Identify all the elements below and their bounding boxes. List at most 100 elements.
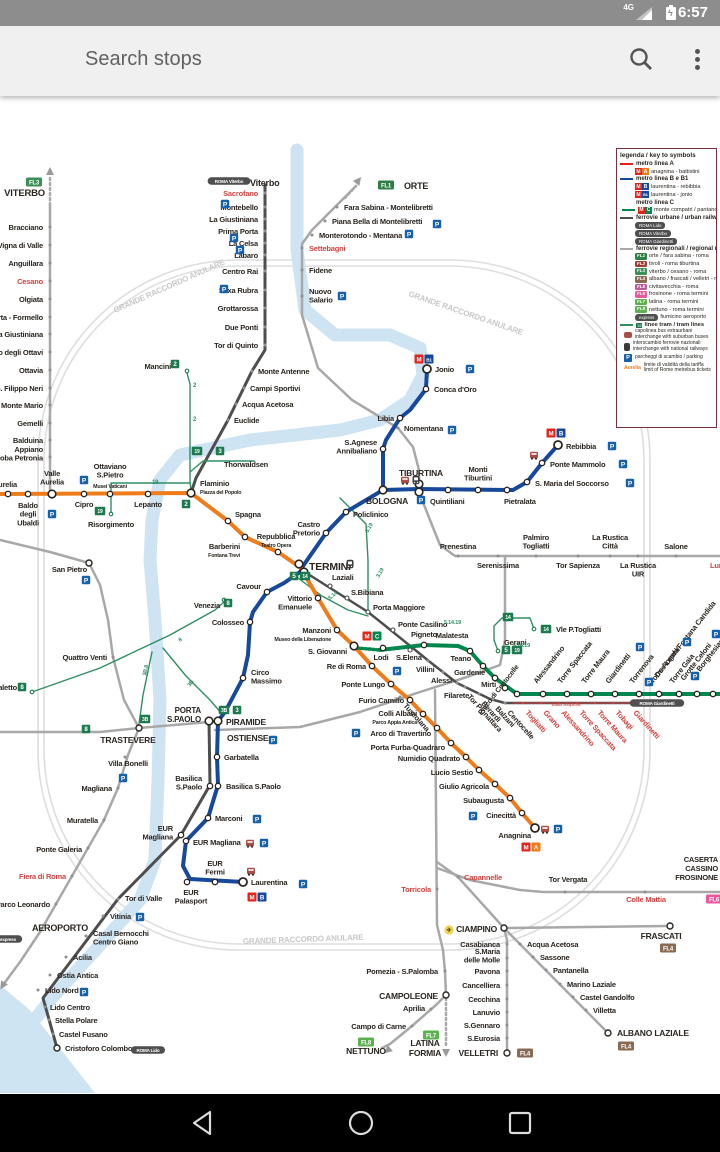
- station-ottavia-dot[interactable]: [48, 368, 52, 372]
- station-pigneto-dot[interactable]: [420, 641, 428, 649]
- station-tor-di-quinto-dot[interactable]: [263, 343, 267, 347]
- station-lanuvio-dot[interactable]: [505, 1010, 509, 1014]
- station-ponte-mammolo[interactable]: Ponte Mammolo: [550, 460, 606, 469]
- station-cipro[interactable]: Cipro: [75, 500, 94, 509]
- station-cesano-dot[interactable]: [48, 279, 52, 283]
- station-teano-dot[interactable]: [479, 662, 487, 670]
- station-ponte-galeria[interactable]: Ponte Galeria: [36, 845, 83, 854]
- station-frascati-dot[interactable]: [666, 922, 674, 930]
- station-olgiata[interactable]: Olgiata: [19, 295, 44, 304]
- station-gardenie-dot[interactable]: [491, 674, 499, 682]
- station-pomezia-s-palomba-dot[interactable]: [443, 969, 447, 973]
- station-torre-spaccata-dot[interactable]: [575, 701, 579, 705]
- station-s-gennaro-dot[interactable]: [505, 1023, 509, 1027]
- station-ciampino[interactable]: CIAMPINO: [456, 924, 498, 934]
- station-marino-laziale-dot[interactable]: [558, 982, 562, 986]
- station-monti-tiburtini-dot[interactable]: [474, 486, 482, 494]
- station-barberini[interactable]: Barberini: [209, 542, 240, 551]
- back-button[interactable]: [188, 1109, 218, 1137]
- station-campo-di-carne-dot[interactable]: [410, 1024, 414, 1028]
- station-lodi-dot[interactable]: [379, 644, 387, 652]
- station-flaminio-dot[interactable]: [186, 488, 196, 498]
- station-salone[interactable]: Salone: [664, 542, 688, 551]
- station-giulio-agricola[interactable]: Giulio Agricola: [439, 782, 490, 791]
- station-s-gennaro[interactable]: S.Gennaro: [464, 1021, 501, 1030]
- station-colle-mattia[interactable]: Colle Mattia: [626, 895, 667, 904]
- station-s-eurosia-dot[interactable]: [505, 1036, 509, 1040]
- station-settebagni-dot[interactable]: [300, 246, 304, 250]
- station-la-celsa-dot[interactable]: [263, 241, 267, 245]
- station-filarete-dot[interactable]: [455, 681, 459, 685]
- station-libia[interactable]: Libia: [377, 414, 395, 423]
- station-fiera-di-roma[interactable]: Fiera di Roma: [19, 872, 67, 881]
- station-cristoforo-colombo[interactable]: Cristoforo Colombo: [65, 1044, 133, 1053]
- station-lepanto[interactable]: Lepanto: [134, 500, 163, 509]
- station-vitinia[interactable]: Vitinia: [110, 912, 132, 921]
- station-lepanto-dot[interactable]: [144, 490, 152, 498]
- station-s-eurosia[interactable]: S.Eurosia: [467, 1034, 501, 1043]
- station-la-giustiniana[interactable]: La Giustiniana: [209, 215, 259, 224]
- station-casal-bernocchi-centro-giano-dot[interactable]: [84, 934, 88, 938]
- station-monterotondo-mentana-dot[interactable]: [310, 233, 314, 237]
- station-vigna-di-valle[interactable]: Vigna di Valle: [0, 241, 43, 250]
- station-tor-pignattara-dot[interactable]: [463, 685, 467, 689]
- station-ipogeo-degli-ottavi-dot[interactable]: [48, 350, 52, 354]
- station-la-giustiniana-dot[interactable]: [48, 332, 52, 336]
- station-numidio-quadrato-dot[interactable]: [462, 753, 470, 761]
- station-stella-polare[interactable]: Stella Polare: [55, 1016, 98, 1025]
- station-libia-dot[interactable]: [396, 414, 404, 422]
- home-button[interactable]: [347, 1109, 375, 1137]
- station-ponte-casilino-dot[interactable]: [390, 627, 396, 633]
- station-monte-antenne-dot[interactable]: [250, 369, 254, 373]
- station-velletri-dot[interactable]: [503, 1049, 511, 1057]
- station-stella-polare-dot[interactable]: [47, 1018, 51, 1022]
- station-villetta[interactable]: Villetta: [593, 1006, 617, 1015]
- station-quintiliani-dot[interactable]: [444, 486, 452, 494]
- station-torre-gaia-dot[interactable]: [675, 690, 683, 698]
- station-acilia[interactable]: Acilia: [73, 953, 93, 962]
- station-piramide-dot[interactable]: [213, 716, 223, 726]
- station-torre-maura-dot[interactable]: [587, 690, 595, 698]
- station-cesano[interactable]: Cesano: [17, 277, 44, 286]
- station-quattro-venti[interactable]: Quattro Venti: [63, 653, 108, 662]
- station-colosseo[interactable]: Colosseo: [212, 618, 245, 627]
- station-mirti[interactable]: Mirti: [481, 680, 496, 689]
- station-rebibbia-dot[interactable]: [553, 440, 563, 450]
- station-vitinia-dot[interactable]: [101, 914, 105, 918]
- station-marino-laziale[interactable]: Marino Laziale: [567, 980, 616, 989]
- station-policlinico-dot[interactable]: [342, 508, 350, 516]
- station-barberini-dot[interactable]: [241, 533, 249, 541]
- station-campo-di-carne[interactable]: Campo di Carne: [351, 1022, 406, 1031]
- station-campoleone[interactable]: CAMPOLEONE: [379, 991, 439, 1001]
- station-casabianca[interactable]: Casabianca: [460, 940, 501, 949]
- station-la-rustica-uir-dot[interactable]: [636, 554, 640, 558]
- station-grottarossa[interactable]: Grottarossa: [218, 304, 260, 313]
- station-mirti-dot[interactable]: [501, 684, 509, 692]
- station-garbatella-dot[interactable]: [213, 753, 221, 761]
- station-tor-di-valle[interactable]: Tor di Valle: [125, 894, 162, 903]
- station-due-ponti[interactable]: Due Ponti: [225, 323, 259, 332]
- search-icon[interactable]: [628, 46, 654, 72]
- station-prima-porta-dot[interactable]: [263, 229, 267, 233]
- station-lanuvio[interactable]: Lanuvio: [473, 1008, 501, 1017]
- station-castel-fusano[interactable]: Castel Fusano: [59, 1030, 108, 1039]
- station-tor-vergata-dot[interactable]: [563, 890, 567, 894]
- station-settebagni[interactable]: Settebagni: [309, 244, 346, 253]
- station-casaletto[interactable]: Casaletto: [0, 683, 18, 692]
- recents-button[interactable]: [506, 1109, 534, 1137]
- station-colli-albani[interactable]: Colli Albani: [378, 709, 417, 718]
- station-s-maria-del-soccorso[interactable]: S. Maria del Soccorso: [535, 479, 610, 488]
- station-vle-p-togliatti[interactable]: Vle P.Togliatti: [556, 625, 601, 634]
- station-colle-mattia-dot[interactable]: [643, 890, 647, 894]
- station-magliana-dot[interactable]: [116, 786, 120, 790]
- station-s-filippo-neri-dot[interactable]: [48, 386, 52, 390]
- station-ponte-lungo-dot[interactable]: [387, 680, 395, 688]
- station-subaugusta[interactable]: Subaugusta: [463, 796, 505, 805]
- station-magliana[interactable]: Magliana: [82, 784, 114, 793]
- station-berardi-dot[interactable]: [477, 692, 481, 696]
